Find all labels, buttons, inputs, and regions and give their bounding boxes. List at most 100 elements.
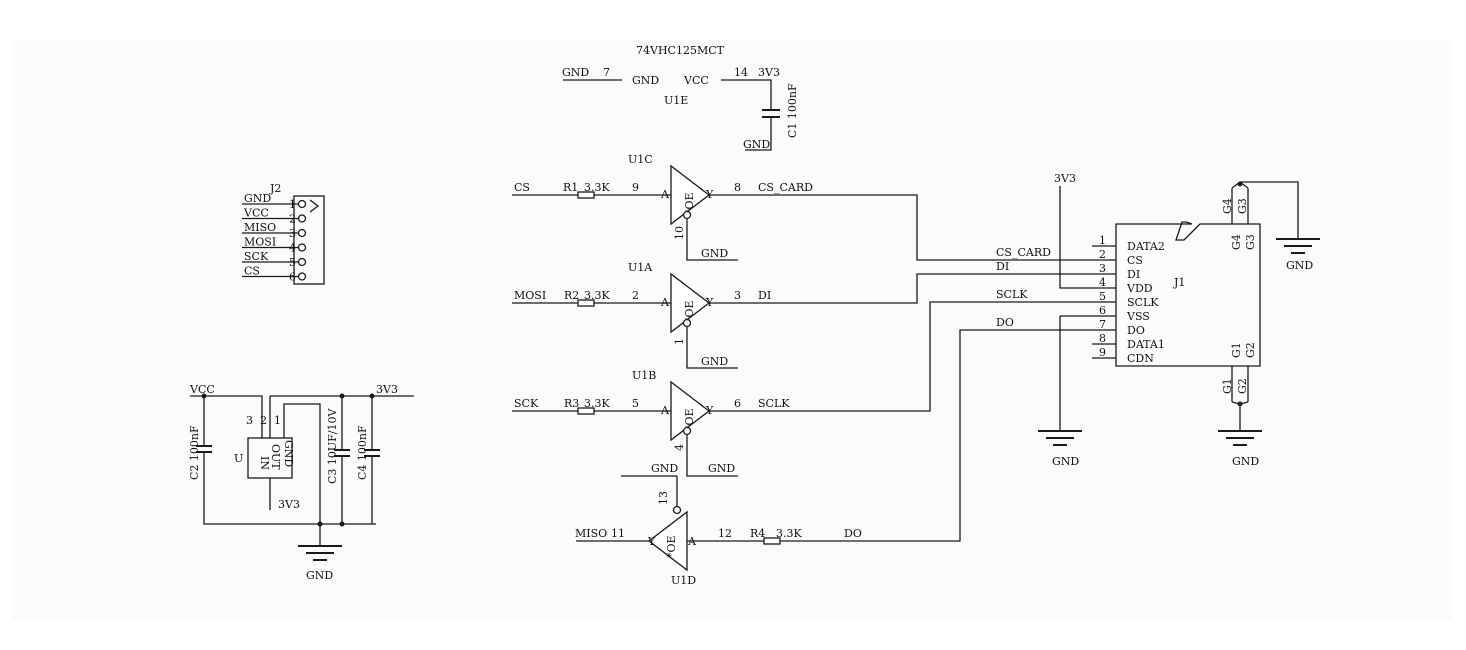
u-gnd-wire [283, 403, 321, 524]
u1c-oe-bubble [682, 210, 692, 220]
junction-dot [369, 393, 375, 399]
junction-dot [339, 393, 345, 399]
j2-pin-net: CS [244, 265, 260, 278]
c2-label: C2 100nF [188, 425, 201, 480]
u1d-oe-bubble [672, 505, 682, 515]
j2-body [293, 195, 325, 285]
j2-pin-net: GND [244, 192, 271, 205]
u1e-gnd-net: GND [562, 66, 589, 79]
u1a-oe-bubble [682, 318, 692, 328]
j1-pin-number: 1 [1099, 234, 1106, 247]
u1d-out-net: DO [844, 527, 862, 540]
u1d-oe: *OE [665, 535, 678, 558]
u1c-a: A [660, 188, 670, 201]
u1c-ref: U1C [628, 153, 653, 166]
u1a-oe-pin: 1 [673, 338, 686, 345]
u1e-power-unit: 74VHC125MCT GND 7 GND VCC 14 3V3 GND C1 … [562, 44, 799, 151]
u1a-triangle [670, 272, 711, 334]
u1b-res-ref: R3 [564, 397, 579, 410]
u1c-out-pin: 8 [734, 181, 741, 194]
cs-card-wire [709, 194, 1092, 261]
u1c-oe-pin: 10 [673, 226, 686, 240]
j1-body [1115, 221, 1261, 367]
u1b-oe-bubble [682, 426, 692, 436]
j1-pin-number: 4 [1099, 276, 1106, 289]
r1-resistor [577, 191, 595, 199]
u1c-in-pin: 9 [632, 181, 639, 194]
u1a-res-ref: R2 [564, 289, 579, 302]
u1e-vcc-wire [721, 79, 772, 110]
u1c-buffer: U1C CS R1 3.3K 9 A Y *OE 10 GND 8 CS_CAR… [512, 153, 1092, 261]
j1-pin-name: CDN [1127, 352, 1154, 365]
junction-dot [1237, 181, 1243, 187]
j1-gnd-bottom: GND [1232, 455, 1259, 468]
j2-pin-hole [297, 243, 307, 252]
j1-pin-name: DATA1 [1127, 338, 1165, 351]
u1e-cap-gnd: GND [743, 138, 770, 151]
r2-resistor [577, 299, 595, 307]
j1-pin-name: DATA2 [1127, 240, 1165, 253]
u1b-res-val: 3.3K [584, 397, 610, 410]
j1-pin-number: 6 [1099, 304, 1106, 317]
u1e-gnd-pin-name: GND [632, 74, 659, 87]
j1-g3-inner: G3 [1244, 234, 1257, 250]
u1b-ref: U1B [632, 369, 656, 382]
j2-pin-hole [297, 199, 307, 209]
j1-pin-name: VDD [1126, 282, 1153, 295]
u1a-res-val: 3.3K [584, 289, 610, 302]
u1b-oe-net: GND [708, 462, 735, 475]
j1-pin-net-label: DO [996, 316, 1014, 329]
u1c-res-val: 3.3K [584, 181, 610, 194]
j1-pin-number: 9 [1099, 346, 1106, 359]
j2-pin-net: VCC [243, 207, 269, 220]
j1-pin-net-label: SCLK [996, 288, 1028, 301]
u1b-a: A [660, 404, 670, 417]
do-wire [780, 329, 1092, 542]
u1d-oe-pin: 13 [657, 491, 670, 505]
u1a-in-pin: 2 [632, 289, 639, 302]
c3-label: C3 10UF/10V [326, 407, 339, 484]
u1d-out-pin: 12 [718, 527, 732, 540]
u1d-y: Y [647, 535, 656, 548]
j2-pin-hole [297, 272, 307, 281]
j2-key [309, 199, 320, 213]
j1-pin-net-label: DI [996, 260, 1009, 273]
u-out: OUT [269, 444, 282, 470]
j1-g2-outer: G2 [1236, 378, 1249, 394]
u1b-triangle [670, 380, 711, 442]
u1c-oe: *OE [683, 192, 696, 215]
j1-gnd-left: GND [1052, 455, 1079, 468]
power-out: 3V3 [376, 383, 398, 396]
u1b-in-net: SCK [514, 397, 539, 410]
r4-resistor [763, 537, 781, 545]
u1e-ref: U1E [664, 94, 688, 107]
u1b-oe: *OE [683, 408, 696, 431]
u-out-label: 3V3 [278, 498, 300, 511]
j2-pin-number: 3 [289, 227, 296, 240]
u-in: IN [258, 456, 271, 470]
u1d-buffer: 13 *OE Y A U1D MISO 11 12 R4 3.3K DO [575, 329, 1092, 587]
j1-pin-number: 3 [1099, 262, 1106, 275]
j1-g1-outer: G1 [1221, 378, 1234, 394]
j1-top-gnd-wire [1240, 181, 1299, 238]
u1b-out-pin: 6 [734, 397, 741, 410]
j1-pin-number: 8 [1099, 332, 1106, 345]
u1c-triangle [670, 164, 711, 226]
u1c-oe-net: GND [701, 247, 728, 260]
u1e-vcc-pin-name: VCC [683, 74, 709, 87]
j1-vdd-wire [1059, 186, 1092, 289]
u1a-out-pin: 3 [734, 289, 741, 302]
u1c-oe-wire [686, 219, 738, 261]
j1-pin-number: 2 [1099, 248, 1106, 261]
schematic-frame [12, 40, 1452, 620]
u1a-oe-net: GND [701, 355, 728, 368]
j1-pin-name: CS [1127, 254, 1143, 267]
u1b-in-pin: 5 [632, 397, 639, 410]
u1b-gnd-left: GND [651, 462, 678, 475]
